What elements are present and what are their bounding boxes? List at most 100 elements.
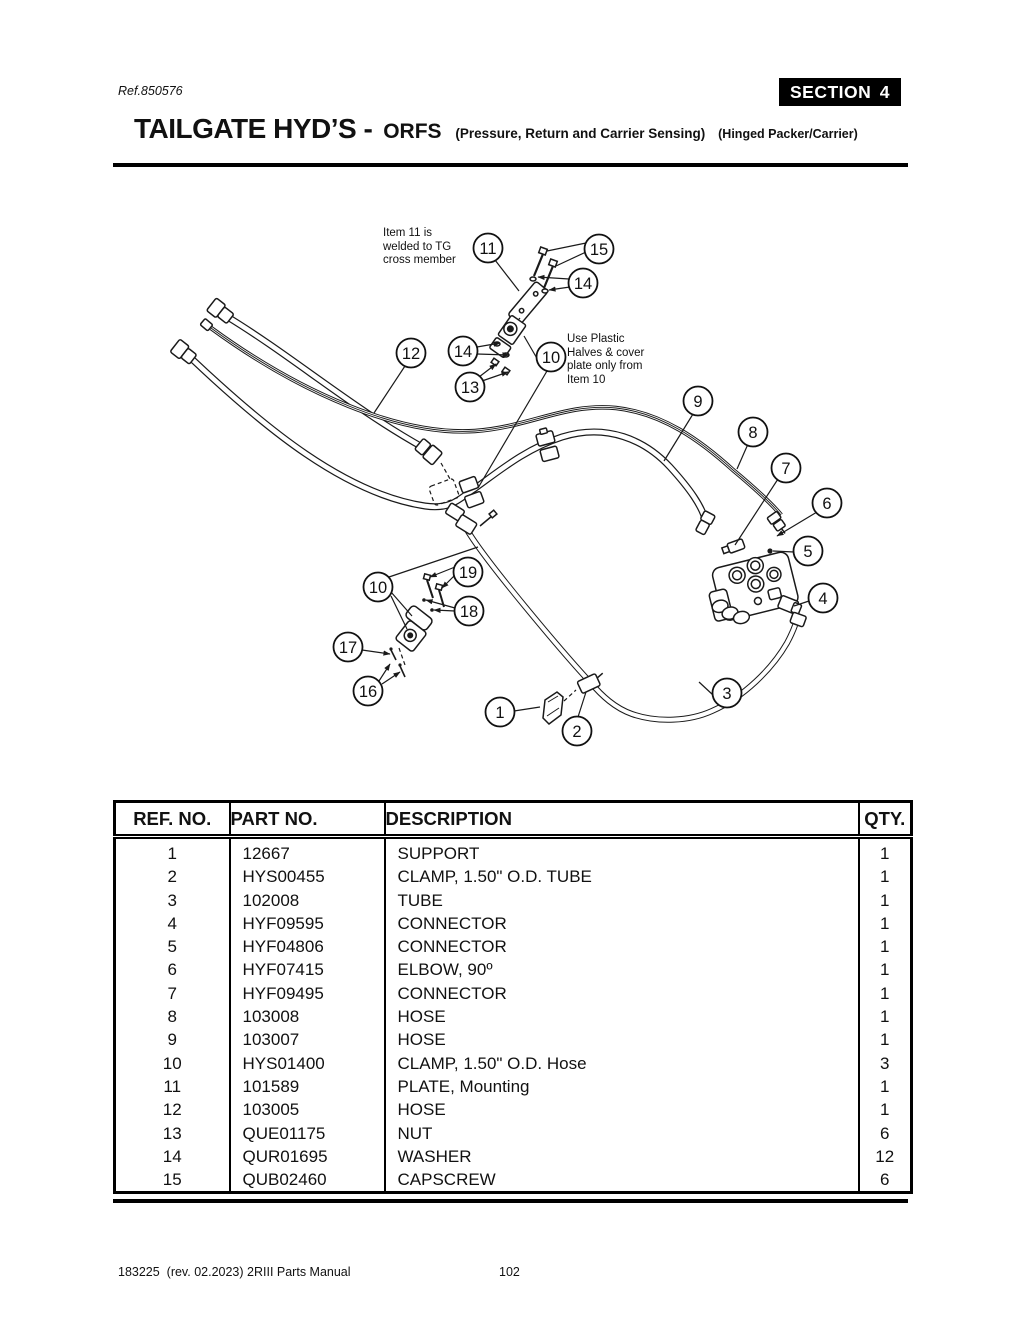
hose-12-fitting-right — [414, 438, 443, 466]
title-paren2: (Hinged Packer/Carrier) — [718, 127, 858, 141]
footer-page-number: 102 — [499, 1265, 520, 1279]
callout-number: 18 — [460, 603, 478, 621]
callout-circle-2 — [561, 715, 593, 747]
page-title: TAILGATE HYD’S - ORFS (Pressure, Return … — [134, 109, 858, 146]
callout-number: 14 — [454, 343, 472, 361]
callout-number: 5 — [803, 543, 812, 561]
callout-circle-11 — [472, 232, 504, 264]
callout-number: 12 — [402, 345, 420, 363]
hose-9-fitting-left — [170, 339, 197, 365]
callout-number: 19 — [459, 564, 477, 582]
capscrews-15 — [532, 246, 559, 289]
callout-circle-8 — [737, 416, 769, 448]
connector-4-fitting — [777, 594, 803, 615]
callout-circle-18 — [453, 595, 485, 627]
valve-block — [708, 551, 799, 625]
callout-circle-14 — [567, 267, 599, 299]
callout-number: 10 — [369, 579, 387, 597]
section-label: SECTION — [790, 81, 872, 102]
leader-lines — [361, 242, 818, 718]
mounting-plate-11 — [508, 281, 548, 325]
tube-top-fittings — [445, 502, 498, 535]
support-1 — [542, 691, 564, 725]
callout-circle-7 — [770, 452, 802, 484]
callout-number: 13 — [461, 379, 479, 397]
col-header-ref: REF. NO. — [114, 801, 230, 839]
callout-circle-1 — [484, 696, 516, 728]
callout-number: 6 — [822, 495, 831, 513]
callout-number: 11 — [479, 240, 496, 258]
hose-8 — [209, 326, 783, 517]
callout-circle-5 — [792, 535, 824, 567]
hose-12-fitting-left — [206, 297, 234, 324]
title-main: TAILGATE HYD’S - — [134, 113, 373, 144]
col-header-part: PART NO. — [228, 801, 385, 839]
callout-circle-6 — [811, 487, 843, 519]
callout-circle-12 — [395, 337, 427, 369]
connector-7-fitting — [720, 538, 746, 555]
callout-circle-14 — [447, 335, 479, 367]
callout-number: 17 — [339, 639, 357, 657]
callout-number: 10 — [542, 349, 560, 367]
callout-circle-16 — [352, 675, 384, 707]
plug-5-point — [767, 548, 773, 554]
clamp-ghost-outline — [428, 478, 460, 506]
col-header-qty: QTY. — [857, 801, 912, 839]
footer-doc-info: 183225 (rev. 02.2023) 2RIII Parts Manual — [118, 1265, 351, 1279]
washers-14-top — [529, 276, 549, 294]
dash-hose12-to-clamp — [440, 462, 451, 480]
elbow-6-fitting — [766, 511, 786, 534]
ref-number: Ref.850576 — [118, 84, 183, 98]
callout-circle-4 — [807, 582, 839, 614]
hose-9 — [190, 357, 710, 523]
callout-circle-3 — [711, 677, 743, 709]
callout-circle-15 — [583, 233, 615, 265]
dash-clamp-lower — [398, 647, 406, 666]
hose-9-fitting-right — [695, 510, 716, 536]
tube-3-top-nut — [789, 611, 807, 628]
callout-number: 1 — [495, 704, 504, 722]
callout-circle-17 — [332, 631, 364, 663]
section-badge: SECTION 4 — [779, 78, 901, 106]
section-number: 4 — [879, 81, 890, 102]
header-divider — [113, 163, 908, 167]
tube-3 — [463, 526, 801, 723]
table-header-row: REF. NO. PART NO. DESCRIPTION QTY. — [114, 801, 912, 839]
callout-number: 3 — [722, 685, 731, 703]
capscrews-19 — [422, 572, 445, 608]
callout-number: 8 — [748, 424, 757, 442]
callout-circle-13 — [454, 371, 486, 403]
clamp-top-10 — [497, 315, 527, 345]
title-sub: ORFS — [383, 120, 442, 143]
callout-number: 16 — [359, 683, 377, 701]
callout-number: 4 — [818, 590, 827, 608]
callout-number: 15 — [590, 241, 608, 259]
callout-circle-19 — [452, 556, 484, 588]
footer-divider — [113, 1199, 908, 1203]
clamp-middle — [458, 475, 485, 509]
col-header-desc: DESCRIPTION — [383, 801, 859, 839]
hose-12 — [224, 313, 426, 452]
